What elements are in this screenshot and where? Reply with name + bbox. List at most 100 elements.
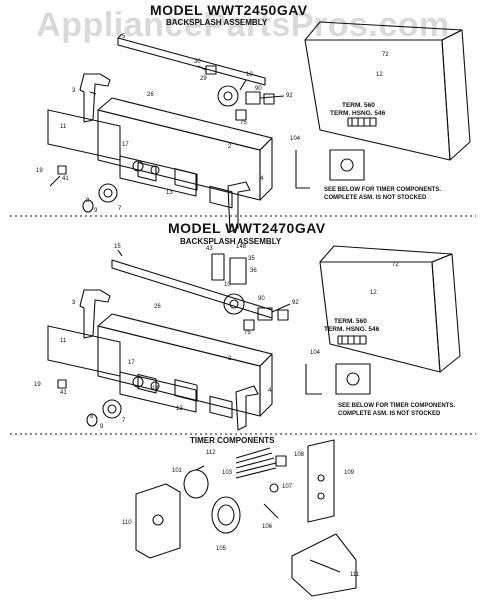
- s1-timer: [329, 149, 365, 181]
- s1-part-75: [235, 109, 247, 121]
- s1-label: 72: [382, 52, 389, 58]
- s2-label: 12: [370, 290, 377, 296]
- s1-overlay-11: [47, 109, 121, 161]
- s1-note-1: SEE BELOW FOR TIMER COMPONENTS.: [324, 187, 442, 193]
- s1-part-90: [245, 91, 261, 105]
- s2-part-19: [57, 379, 67, 389]
- s1-label: 26: [147, 92, 154, 98]
- s2-label: 13: [176, 406, 183, 412]
- s2-label: 72: [392, 262, 399, 268]
- s2-part-43: [211, 253, 225, 281]
- s2-overlay-11: [47, 325, 121, 377]
- s2-label: 8: [90, 414, 94, 420]
- s1-terminal-560: [347, 117, 377, 127]
- s1-label: 19: [36, 168, 43, 174]
- s1-lid-72: [304, 39, 451, 161]
- s2-label: 26: [154, 304, 161, 310]
- s1-top-trim: [117, 37, 266, 86]
- s2-label: 104: [310, 350, 321, 356]
- s2-main-panel: [97, 325, 261, 417]
- timer-part-107: [269, 483, 279, 493]
- s1-label: 2: [228, 144, 232, 150]
- s2-bracket-104: [305, 364, 322, 395]
- s1-label: 30: [194, 59, 201, 65]
- s2-label: 148: [236, 244, 247, 250]
- s2-terminal-560: [337, 335, 367, 345]
- section3-diagram: [135, 439, 357, 597]
- s2-label: 7: [122, 418, 126, 424]
- s1-knob-7: [98, 183, 118, 203]
- s2-part-90: [257, 307, 273, 321]
- s2-end-cap-left: [79, 289, 111, 339]
- s2-label: 19: [34, 382, 41, 388]
- s1-model-title: MODEL WWT2450GAV: [150, 2, 308, 18]
- s2-label: 4: [268, 388, 272, 394]
- s1-label: 104: [290, 136, 301, 142]
- s2-note-1: SEE BELOW FOR TIMER COMPONENTS.: [338, 403, 456, 409]
- s1-label: 8: [86, 198, 90, 204]
- s1-label: 92: [286, 93, 293, 99]
- s1-part-92: [263, 93, 275, 105]
- s1-label: 10: [246, 72, 253, 78]
- s2-term-560: TERM. 560: [334, 318, 367, 325]
- s3-label: 105: [216, 546, 227, 552]
- s2-part-36: [229, 257, 247, 285]
- s1-assembly-title: BACKSPLASH ASSEMBLY: [166, 18, 268, 27]
- section1-diagram: [47, 21, 471, 233]
- s2-label: 10: [224, 282, 231, 288]
- timer-cover-111: [291, 533, 357, 597]
- s2-label: 14: [152, 386, 159, 392]
- s1-note-2: COMPLETE ASM. IS NOT STOCKED: [324, 195, 427, 201]
- s2-label: 36: [250, 268, 257, 274]
- timer-part-108: [275, 455, 287, 467]
- s2-model-title: MODEL WWT2470GAV: [168, 220, 326, 236]
- s2-part-92: [277, 309, 289, 321]
- s1-bracket-104: [295, 150, 310, 189]
- s3-label: 106: [262, 524, 273, 530]
- s2-label: 92: [292, 300, 299, 306]
- s2-label: 35: [248, 256, 255, 262]
- timer-motor-105: [211, 496, 241, 534]
- s1-label: 75: [240, 120, 247, 126]
- s2-switch-10: [223, 293, 245, 315]
- s1-label: 90: [255, 86, 262, 92]
- section2-diagram: [47, 245, 461, 431]
- s1-main-panel: [97, 109, 261, 201]
- s2-label: 11: [60, 338, 67, 344]
- s1-end-cap-left: [79, 73, 111, 123]
- s2-part-75: [243, 319, 255, 331]
- timer-plate-109: [307, 439, 335, 523]
- s2-label: 3: [72, 300, 76, 306]
- s2-term-hsng: TERM. HSNG. 546: [324, 326, 380, 333]
- s2-label: 75: [244, 330, 251, 336]
- s1-label: 3: [72, 88, 76, 94]
- s2-knob-7: [102, 399, 122, 419]
- s1-term-560: TERM. 560: [342, 102, 375, 109]
- timer-contacts-103: [235, 447, 277, 479]
- timer-frame-110: [135, 483, 181, 559]
- s1-overlay-13: [119, 155, 197, 197]
- s2-top-trim: [111, 259, 273, 319]
- s2-note-2: COMPLETE ASM. IS NOT STOCKED: [338, 411, 441, 417]
- s3-label: 111: [350, 572, 360, 578]
- s2-label: 90: [258, 296, 265, 302]
- s3-label: 107: [282, 484, 293, 490]
- s3-label: 101: [172, 468, 183, 474]
- s3-label: 103: [222, 470, 233, 476]
- s1-label: 41: [62, 176, 69, 182]
- s1-label: 17: [122, 142, 129, 148]
- s2-label: 41: [60, 390, 67, 396]
- s1-term-hsng: TERM. HSNG. 546: [330, 110, 386, 117]
- s1-label: 7: [118, 206, 122, 212]
- s1-knob-8: [82, 199, 94, 213]
- s2-label: 43: [206, 246, 213, 252]
- s1-label: 5: [122, 34, 126, 40]
- s2-label: 9: [100, 424, 104, 430]
- s1-end-cap-right: [227, 181, 251, 233]
- s2-timer: [335, 363, 371, 395]
- s1-label: 13: [166, 190, 173, 196]
- s2-overlay-13: [119, 371, 197, 413]
- s3-label: 109: [344, 470, 355, 476]
- s1-part-19: [57, 165, 67, 175]
